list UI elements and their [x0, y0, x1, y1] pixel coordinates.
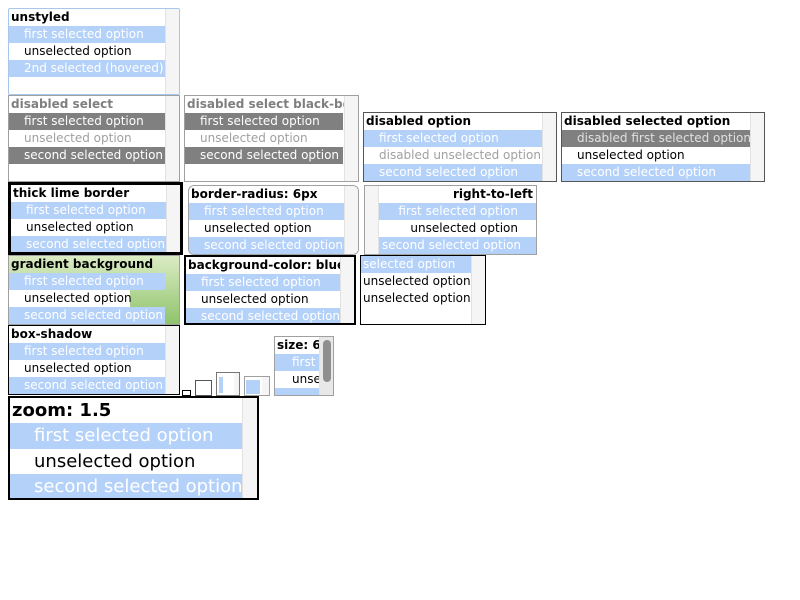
scrollbar[interactable] [165, 9, 179, 94]
listbox-option[interactable]: second selected option [9, 377, 165, 394]
zoom-group-label: zoom: 1.5 [12, 400, 112, 421]
disabled-select-group-label: disabled select [11, 97, 113, 111]
listbox-option: second selected option [9, 147, 165, 164]
selected-option-sliver [246, 380, 260, 394]
disabled-option-group-label: disabled option [366, 114, 472, 128]
box-shadow-group-label: box-shadow [11, 327, 93, 341]
background-color-blue-listbox[interactable]: background-color: blue first selected op… [184, 255, 356, 325]
listbox-option[interactable]: second selected option [186, 308, 340, 323]
listbox-option[interactable]: second selected option [379, 237, 536, 254]
listbox-option: unselected option [24, 131, 132, 145]
background-color-blue-group-label: background-color: blue [188, 258, 346, 272]
scrollbar-thumb[interactable] [323, 340, 331, 382]
scrollbar[interactable] [365, 186, 379, 254]
selected-option-sliver [219, 377, 223, 393]
listbox-option[interactable]: unselected option [201, 292, 309, 306]
listbox-option[interactable]: second selected option [364, 164, 542, 181]
listbox-option[interactable]: second selected option [189, 237, 344, 254]
listbox-option[interactable]: unselected option [9, 290, 132, 307]
listbox-option[interactable]: first [275, 354, 319, 371]
scrollbar[interactable] [262, 377, 269, 395]
listbox-option[interactable]: first selected option [364, 130, 542, 147]
scrollbar[interactable] [344, 186, 358, 254]
disabled-select-listbox: disabled select first selected option un… [8, 95, 180, 182]
thick-lime-border-listbox[interactable]: thick lime border first selected option … [8, 182, 183, 255]
listbox-option[interactable]: unselected option [34, 450, 196, 472]
scrollbar[interactable] [165, 326, 179, 394]
listbox-option[interactable] [275, 388, 319, 395]
listbox-option: first selected option [185, 113, 343, 130]
listbox-option[interactable]: unselected option [410, 221, 518, 235]
disabled-select-black-bg-listbox: disabled select black-bg first selected … [184, 95, 359, 182]
listbox-option[interactable]: first selected option [186, 274, 340, 291]
listbox-option[interactable]: 2nd selected (hovered) [9, 60, 165, 77]
tiny-listbox[interactable] [216, 372, 240, 396]
scrollbar[interactable] [750, 113, 764, 181]
listbox-option[interactable]: first selected option [379, 203, 536, 220]
gradient-background-group-label: gradient background [11, 257, 154, 271]
listbox-option[interactable]: unselected option [363, 291, 471, 305]
listbox-option[interactable]: second selected option [11, 236, 166, 252]
border-radius-group-label: border-radius: 6px [191, 187, 318, 201]
scrollbar[interactable] [542, 113, 556, 181]
right-to-left-listbox[interactable]: right-to-left first selected option unse… [364, 185, 537, 255]
right-to-left-group-label: right-to-left [452, 187, 533, 201]
disabled-selected-option-group-label: disabled selected option [564, 114, 731, 128]
disabled-selected-option-listbox[interactable]: disabled selected option disabled first … [561, 112, 765, 182]
listbox-option: second selected option [185, 147, 343, 164]
disabled-option-listbox[interactable]: disabled option first selected option di… [363, 112, 557, 182]
listbox-option[interactable]: unselected option [577, 148, 685, 162]
size-6-listbox[interactable]: size: 6 first unse [274, 336, 334, 396]
listbox-option[interactable]: unselected option [204, 221, 312, 235]
scrollbar[interactable] [471, 256, 485, 324]
scrollbar[interactable] [234, 373, 239, 395]
disabled-select-black-bg-group-label: disabled select black-bg [187, 97, 352, 111]
listbox-option[interactable]: unse [292, 372, 321, 386]
listbox-option[interactable]: unselected option [24, 361, 132, 375]
listbox-option[interactable]: unselected option [363, 274, 471, 288]
listbox-option[interactable]: first selected option [11, 202, 166, 219]
listbox-option: unselected option [200, 131, 308, 145]
listbox-option[interactable]: unselected option [26, 220, 134, 234]
listbox-option[interactable]: first selected option [9, 26, 165, 43]
scrollbar [165, 96, 179, 181]
tiny-listbox[interactable] [182, 390, 191, 396]
listbox-option[interactable]: selected option [361, 256, 472, 273]
listbox-option[interactable]: second selected option [9, 307, 165, 324]
scrollbar[interactable] [242, 398, 257, 498]
listbox-option: first selected option [9, 113, 165, 130]
scrollbar[interactable] [319, 337, 333, 395]
tiny-listbox[interactable] [195, 380, 212, 396]
gradient-background-listbox[interactable]: gradient background first selected optio… [8, 255, 180, 325]
listbox-option[interactable]: second selected option [10, 474, 243, 498]
listbox-option[interactable]: first selected option [189, 203, 344, 220]
listbox-option-disabled: disabled unselected option [379, 148, 541, 162]
listbox-option[interactable]: unselected option [24, 44, 132, 58]
unstyled-listbox[interactable]: unstyled first selected option unselecte… [8, 8, 180, 95]
box-shadow-listbox[interactable]: box-shadow first selected option unselec… [8, 325, 180, 395]
listbox-option-disabled: disabled first selected option [562, 130, 751, 147]
scrollbar [344, 96, 358, 181]
plain-options-listbox[interactable]: selected option unselected option unsele… [360, 255, 486, 325]
tiny-listbox[interactable] [244, 376, 270, 396]
scrollbar[interactable] [166, 185, 180, 252]
thick-lime-border-group-label: thick lime border [13, 186, 130, 200]
listbox-option[interactable]: second selected option [562, 164, 750, 181]
zoom-listbox[interactable]: zoom: 1.5 first selected option unselect… [8, 396, 259, 500]
listbox-option[interactable]: first selected option [9, 343, 165, 360]
listbox-option[interactable]: first selected option [9, 273, 165, 290]
border-radius-listbox[interactable]: border-radius: 6px first selected option… [188, 185, 359, 255]
unstyled-group-label: unstyled [11, 10, 70, 24]
size-6-group-label: size: 6 [277, 338, 321, 352]
scrollbar[interactable] [340, 257, 354, 323]
listbox-option[interactable]: first selected option [10, 423, 242, 449]
